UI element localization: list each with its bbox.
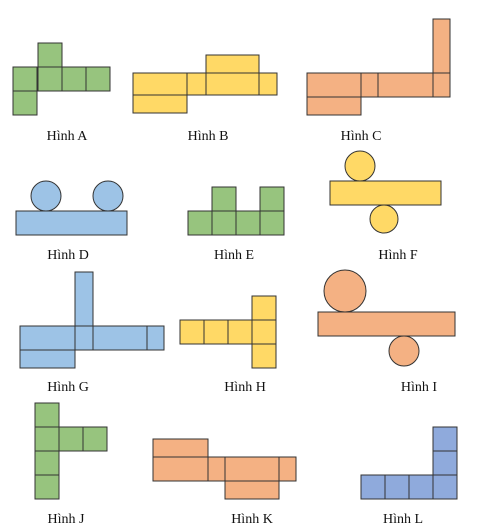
figure-d-net (15, 180, 128, 236)
figure-k-net (152, 438, 297, 500)
figure-c-net (306, 18, 451, 116)
figure-a-label: Hình A (47, 129, 89, 144)
figure-l-label: Hình L (383, 512, 423, 527)
figure-j-net (34, 402, 108, 500)
figure-i-label: Hình I (401, 380, 438, 395)
figure-f-label: Hình F (378, 248, 418, 263)
figure-e-net (187, 186, 285, 236)
figure-g-label: Hình G (47, 380, 89, 395)
figure-e-label: Hình E (214, 248, 254, 263)
figure-h-net (179, 295, 277, 369)
figure-d-label: Hình D (47, 248, 89, 263)
figure-b-label: Hình B (188, 129, 229, 144)
figure-c-label: Hình C (341, 129, 382, 144)
figure-h-label: Hình H (224, 380, 266, 395)
figure-l-net (360, 426, 458, 500)
figure-i-net (317, 269, 456, 367)
figure-k-label: Hình K (231, 512, 273, 527)
figure-b-net (132, 54, 278, 114)
figure-g-net (19, 271, 165, 369)
figure-f-net (329, 150, 442, 234)
figure-j-label: Hình J (48, 512, 86, 527)
figure-a-net (12, 42, 111, 116)
